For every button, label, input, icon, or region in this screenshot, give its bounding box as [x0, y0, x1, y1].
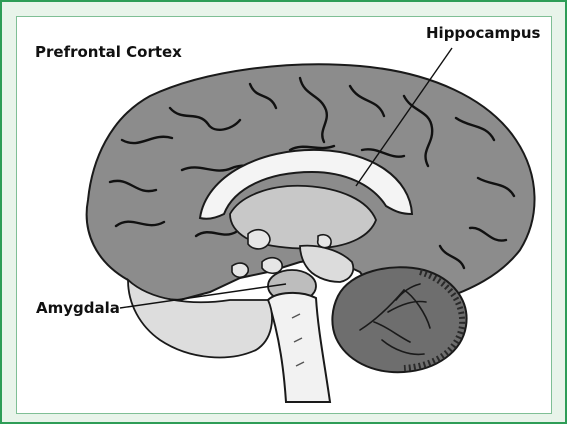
- brainstem: [268, 293, 330, 402]
- prefrontal-cortex-label: Prefrontal Cortex: [35, 43, 182, 61]
- hippocampus-label: Hippocampus: [426, 24, 540, 42]
- amygdala-label: Amygdala: [36, 299, 120, 317]
- cerebellum: [332, 267, 466, 372]
